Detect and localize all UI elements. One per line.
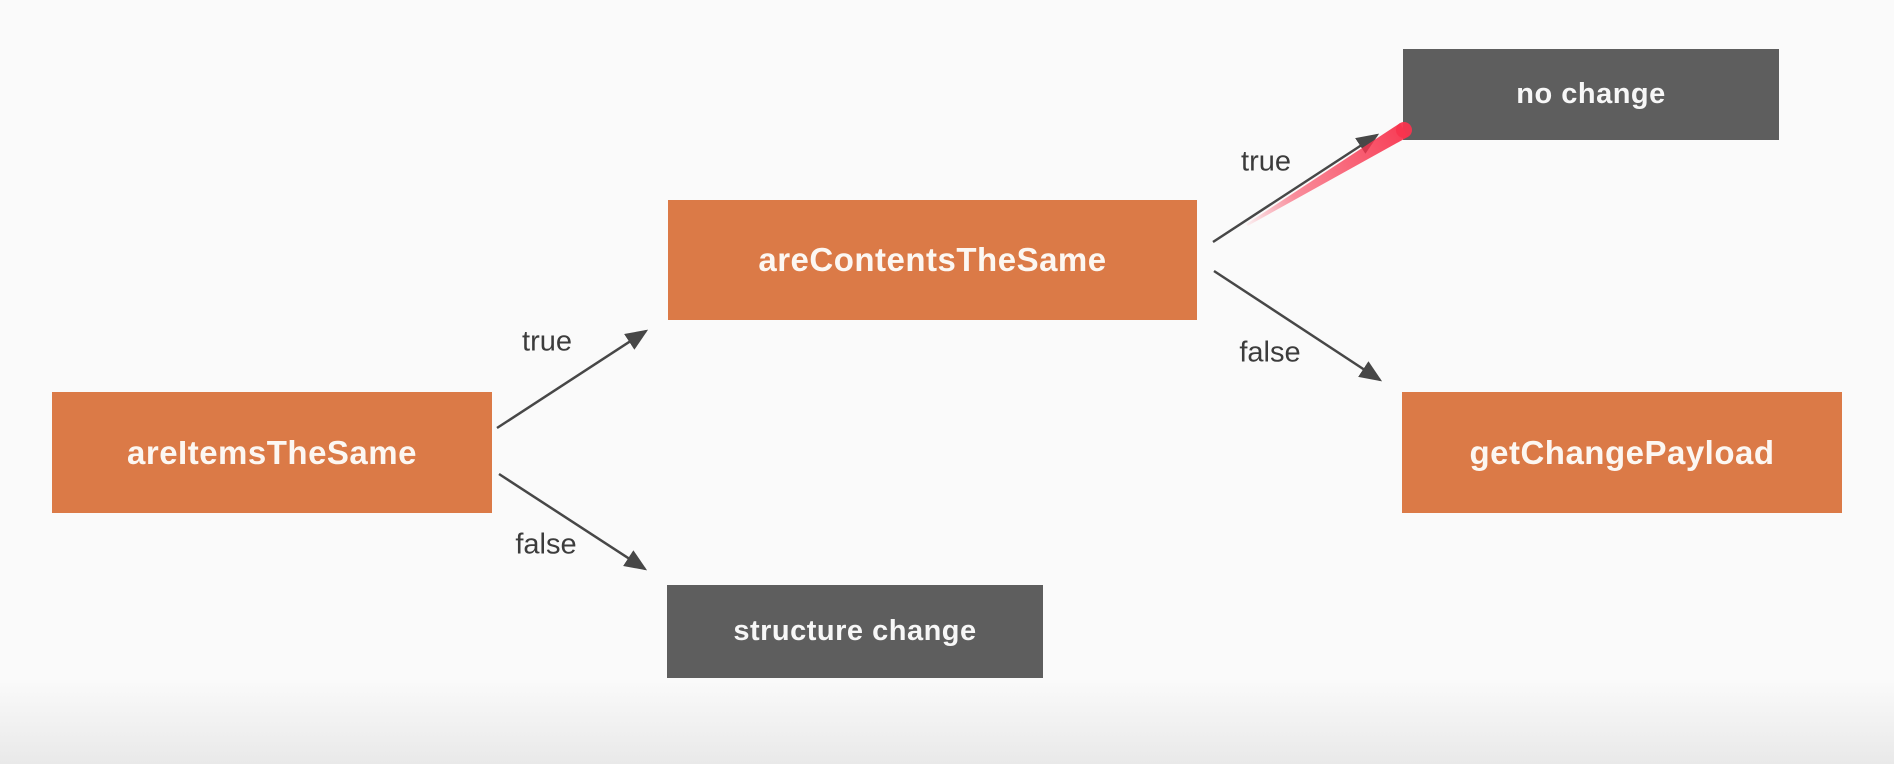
edge-label-true-left: true <box>522 325 572 358</box>
node-areitemsthesame-label: areItemsTheSame <box>127 433 417 471</box>
node-getchangepayload-label: getChangePayload <box>1469 433 1775 471</box>
edge-label-false-right: false <box>1239 336 1301 369</box>
arrow-true-to-no-change <box>1212 133 1380 244</box>
node-structure-change-label: structure change <box>733 615 977 647</box>
node-no-change-label: no change <box>1516 78 1666 110</box>
node-arecontentsthesame: areContentsTheSame <box>668 200 1197 320</box>
edge-label-true-right: true <box>1241 145 1291 178</box>
node-arecontentsthesame-label: areContentsTheSame <box>758 241 1107 278</box>
node-areitemsthesame: areItemsTheSame <box>52 392 492 513</box>
node-structure-change: structure change <box>667 585 1043 678</box>
node-no-change: no change <box>1403 49 1779 140</box>
edge-label-false-left: false <box>515 528 577 561</box>
node-getchangepayload: getChangePayload <box>1402 392 1842 513</box>
